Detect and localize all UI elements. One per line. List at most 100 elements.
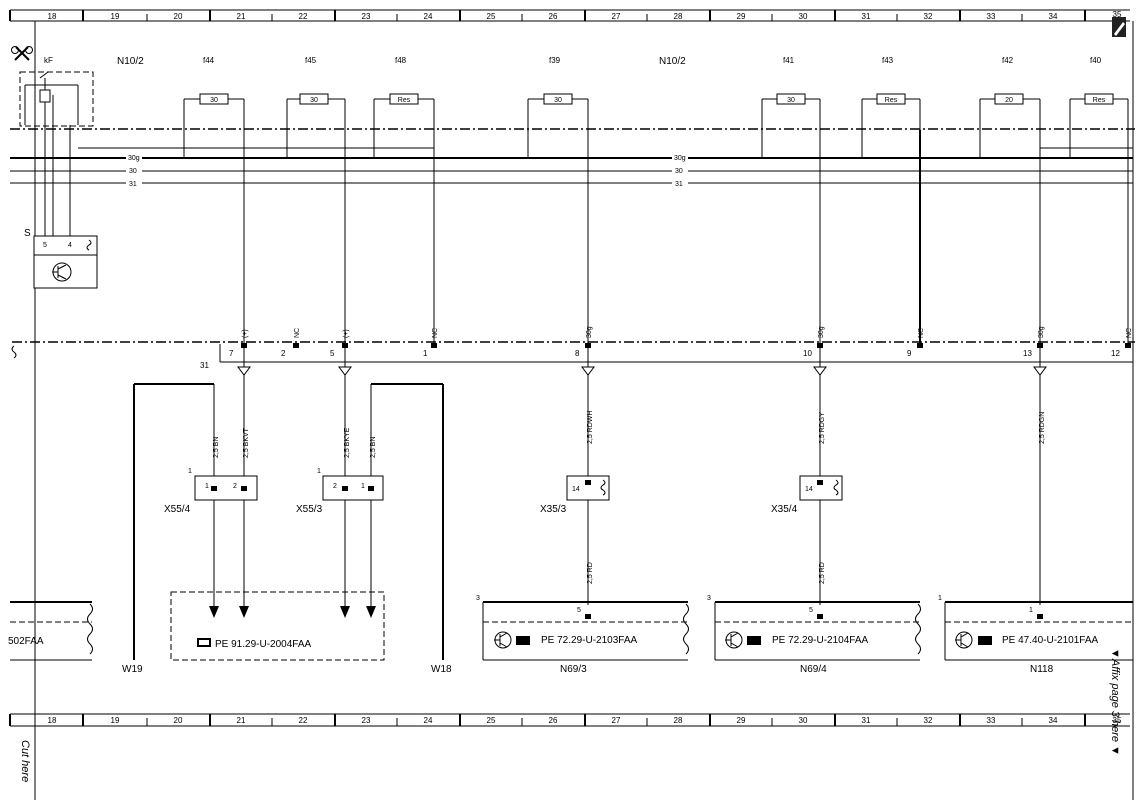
- grid-bottom-35: 35: [1113, 716, 1122, 725]
- wire-label-bkye: 2,5 BKYE: [344, 427, 351, 458]
- ground-w19: W19: [122, 664, 143, 675]
- n69-3-ref: 3: [476, 595, 480, 602]
- connector-x55-4: 1 1 2 X55/4: [164, 468, 258, 515]
- busbar-30-a: 30: [129, 168, 137, 175]
- grid-bottom-31: 31: [862, 716, 871, 725]
- pin-7: 7: [229, 349, 234, 358]
- grid-bottom-27: 27: [612, 716, 621, 725]
- sig-13: 30g: [1038, 326, 1045, 338]
- label-f48: f48: [395, 56, 407, 65]
- grid-bottom-18: 18: [48, 716, 57, 725]
- grid-top-26: 26: [549, 12, 558, 21]
- x55-4-pin-a: 1: [205, 483, 209, 490]
- grid-bottom-22: 22: [299, 716, 308, 725]
- pin-5: 5: [330, 349, 335, 358]
- n118-text: PE 47.40-U-2101FAA: [1002, 635, 1098, 646]
- pin-10: 10: [803, 349, 812, 358]
- x55-3-pin-b: 1: [361, 483, 365, 490]
- label-f43: f43: [882, 56, 894, 65]
- grid-bottom-24: 24: [424, 716, 433, 725]
- relay-label-s: S: [24, 228, 31, 239]
- x55-3-ref: 1: [317, 468, 321, 475]
- fuse-f39: 30: [527, 93, 589, 130]
- module-left-partial: 502FAA: [8, 601, 93, 661]
- sig-7: (+): [242, 329, 249, 338]
- wire-label-rdgn: 2,5 RDGN: [1039, 412, 1046, 444]
- fuse-f43-rating: Res: [885, 97, 898, 104]
- n118-pin: 1: [1029, 607, 1033, 614]
- scissors-icon: [11, 46, 33, 61]
- busbars: 30g 30 31 30g 30 31: [10, 152, 1133, 188]
- grid-top-19: 19: [111, 12, 120, 21]
- connector-signal-labels: (+) NC (+) NC 30g 30g NC 30g NC: [242, 326, 1133, 338]
- n69-3-pin: 5: [577, 607, 581, 614]
- busbar-31-b: 31: [675, 181, 683, 188]
- wire-label-bkvt: 2,5 BKVT: [243, 427, 250, 458]
- label-f45: f45: [305, 56, 317, 65]
- module-pe-center[interactable]: PE 91.29-U-2004FAA: [170, 591, 385, 661]
- grid-bottom-21: 21: [237, 716, 246, 725]
- break-mark-left: [11, 345, 17, 359]
- edit-pencil-icon[interactable]: [1112, 17, 1126, 37]
- grid-bottom-28: 28: [674, 716, 683, 725]
- fuse-f44: 30: [183, 93, 245, 130]
- n69-4-ref: 3: [707, 595, 711, 602]
- pointing-hand-icon: [516, 636, 530, 645]
- grid-top-31: 31: [862, 12, 871, 21]
- wire-labels: 2,5 BN 2,5 BKVT 2,5 BKYE 2,5 BN 2,5 RDWH…: [213, 411, 1046, 584]
- grid-top-29: 29: [737, 12, 746, 21]
- n118-ref: 1: [938, 595, 942, 602]
- busbar-31-a: 31: [129, 181, 137, 188]
- module-n118[interactable]: 1 1 PE 47.40-U-2101FAA N118: [938, 595, 1133, 675]
- fuse-f41: 30: [761, 93, 821, 130]
- label-f42: f42: [1002, 56, 1014, 65]
- busbar-30g-b: 30g: [674, 155, 686, 162]
- sig-5: (+): [343, 329, 350, 338]
- fuse-f41-rating: 30: [787, 97, 795, 104]
- sig-2: NC: [294, 328, 301, 338]
- label-n10-2-right: N10/2: [659, 56, 686, 67]
- grid-top-30: 30: [799, 12, 808, 21]
- label-f39: f39: [549, 56, 561, 65]
- x55-4-name: X55/4: [164, 504, 191, 515]
- fuse-f45-rating: 30: [310, 97, 318, 104]
- fuse-f48-rating: Res: [398, 97, 411, 104]
- relay-pin-4: 4: [68, 242, 72, 249]
- grid-bottom-29: 29: [737, 716, 746, 725]
- fuse-f39-rating: 30: [554, 97, 562, 104]
- connector-pin-numbers: 7 2 5 1 8 10 9 13 12: [229, 349, 1120, 358]
- relay-kf: [19, 71, 94, 127]
- wire-label-rd-2: 2,5 RD: [819, 562, 826, 584]
- pin-13: 13: [1023, 349, 1032, 358]
- x55-4-ref: 1: [188, 468, 192, 475]
- grid-top-18: 18: [48, 12, 57, 21]
- wire-label-rdgy: 2,5 RDGY: [819, 412, 826, 444]
- sig-12: NC: [1126, 328, 1133, 338]
- sig-1: NC: [432, 328, 439, 338]
- grid-bottom-19: 19: [111, 716, 120, 725]
- x35-3-pin: 14: [572, 486, 580, 493]
- label-f41: f41: [783, 56, 795, 65]
- connector-x35-3: 14 X35/3: [540, 475, 610, 515]
- grid-top-24: 24: [424, 12, 433, 21]
- connector-pin-marks: [241, 343, 1131, 348]
- pin-2: 2: [281, 349, 286, 358]
- wire-label-bn-left: 2,5 BN: [213, 437, 220, 458]
- relay-module-s: S 5 4: [24, 125, 98, 289]
- pin-9: 9: [907, 349, 912, 358]
- wire-label-bn-right: 2,5 BN: [370, 437, 377, 458]
- cut-here-text: Cut here: [19, 740, 31, 782]
- fuse-f40-rating: Res: [1093, 97, 1106, 104]
- label-n10-2-left: N10/2: [117, 56, 144, 67]
- x35-4-name: X35/4: [771, 504, 798, 515]
- grid-bottom-23: 23: [362, 716, 371, 725]
- grid-bottom-20: 20: [174, 716, 183, 725]
- x35-4-pin: 14: [805, 486, 813, 493]
- relay-pin-5: 5: [43, 242, 47, 249]
- fuse-f42: 20: [979, 93, 1041, 130]
- module-n69-3[interactable]: 3 5 PE 72.29-U-2103FAA N69/3: [476, 595, 689, 675]
- module-n69-4[interactable]: 3 5 PE 72.29-U-2104FAA N69/4: [707, 595, 921, 675]
- grid-top-33: 33: [987, 12, 996, 21]
- grid-bottom-30: 30: [799, 716, 808, 725]
- grid-strip-top: 18 19 20 21 22 23 24 25 26 27 28 29 30 3…: [9, 9, 1130, 22]
